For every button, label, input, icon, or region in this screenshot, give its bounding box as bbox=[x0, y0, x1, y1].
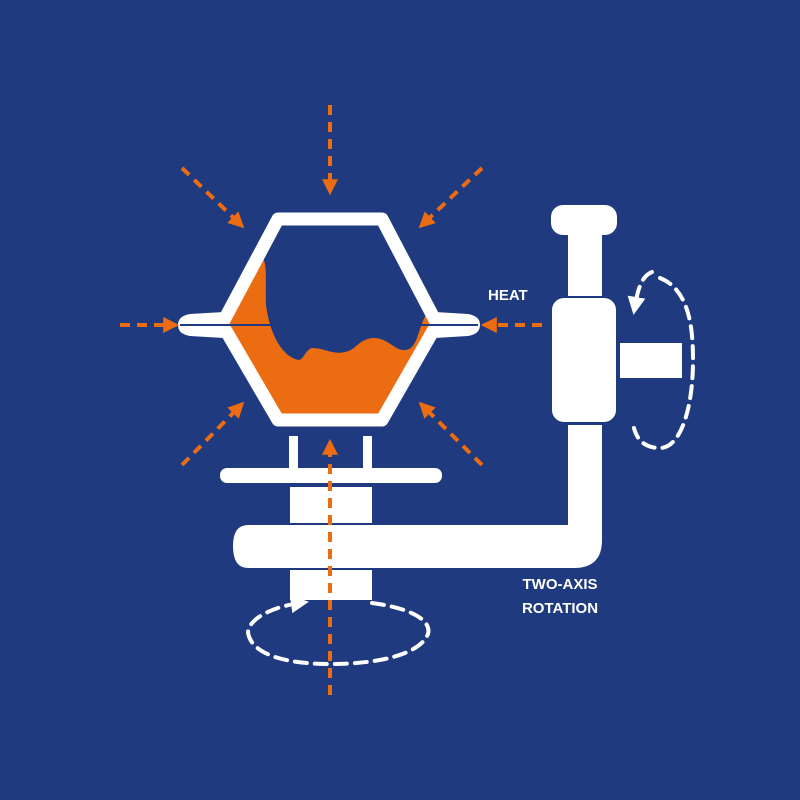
heat-arrow-bottom-left bbox=[180, 401, 245, 467]
mold-leg-right bbox=[363, 436, 372, 468]
rotation-arrows bbox=[245, 270, 696, 667]
molten-material bbox=[227, 258, 432, 415]
rotation-arrow-horizontal-axis bbox=[245, 595, 431, 667]
rotation-frame bbox=[220, 205, 682, 600]
mold-leg-left bbox=[289, 436, 298, 468]
rotation-label: TWO-AXIS ROTATION bbox=[500, 573, 620, 621]
heat-arrows bbox=[120, 105, 542, 695]
platform-bar bbox=[220, 468, 442, 483]
rotation-label-line1: TWO-AXIS bbox=[522, 576, 598, 593]
post-cap bbox=[551, 205, 617, 235]
heat-label: HEAT bbox=[488, 287, 528, 304]
upper-post bbox=[568, 234, 602, 296]
heat-arrow-top-left bbox=[180, 166, 245, 229]
rotation-arrow-vertical-axis bbox=[634, 270, 696, 451]
mold bbox=[178, 212, 480, 427]
heat-arrow-bottom-right bbox=[418, 401, 484, 467]
l-shaped-arm bbox=[233, 425, 602, 568]
side-axle bbox=[620, 343, 682, 378]
rotation-joint bbox=[552, 298, 616, 422]
heat-arrow-top-right bbox=[418, 166, 484, 229]
rotation-label-line2: ROTATION bbox=[521, 600, 599, 617]
